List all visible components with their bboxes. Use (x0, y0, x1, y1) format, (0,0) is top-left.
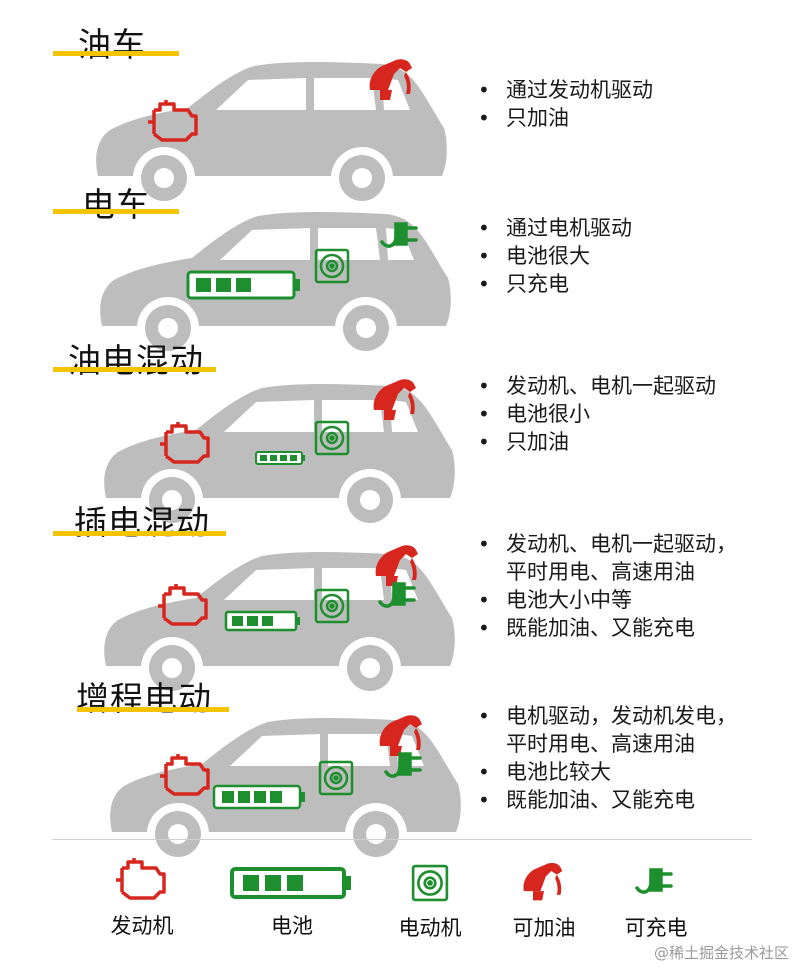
battery-icon (212, 784, 305, 810)
legend-label: 电动机 (398, 916, 462, 940)
plug-icon (384, 752, 422, 778)
legend-item-engine: 发动机 (100, 856, 184, 940)
feature-list: 通过电机驱动 电池很大 只充电 (478, 214, 632, 298)
legend-item-charge: 可充电 (614, 862, 698, 942)
list-item: 只加油 (478, 428, 716, 456)
list-item: 既能加油、又能充电 (478, 614, 737, 642)
legend-label: 可加油 (512, 916, 576, 940)
battery-icon (224, 610, 300, 632)
title-underline (77, 707, 229, 712)
motor-icon (411, 864, 449, 902)
legend-item-motor: 电动机 (388, 864, 472, 942)
section-title: 电车 (82, 185, 150, 224)
section-range-extender: 增程电动 电机驱动，发动机发电， 平时用电、高速用油 电池比较大 既能加油、又能… (0, 0, 797, 840)
list-item: 电池比较大 (478, 758, 737, 786)
feature-list: 发动机、电机一起驱动， 平时用电、高速用油 电池大小中等 既能加油、又能充电 (478, 530, 737, 642)
section-hybrid: 油电混动 发动机、电机一起驱动 电池很小 只加油 (0, 0, 797, 500)
legend-item-fuel: 可加油 (502, 860, 586, 942)
section-plugin-hybrid: 插电混动 发动机、电机一起驱动， 平时用电、高速用油 电池大小中等 既能加油、又… (0, 0, 797, 670)
list-item: 电机驱动，发动机发电， (478, 702, 737, 730)
feature-list: 电机驱动，发动机发电， 平时用电、高速用油 电池比较大 既能加油、又能充电 (478, 702, 737, 814)
battery-icon (230, 867, 351, 899)
legend-item-battery: 电池 (228, 866, 356, 940)
legend-label: 发动机 (110, 914, 174, 938)
section-title: 油电混动 (68, 341, 204, 380)
car-illustration (110, 718, 461, 865)
feature-list: 发动机、电机一起驱动 电池很小 只加油 (478, 372, 716, 456)
title-underline (53, 367, 216, 372)
title-underline (53, 531, 226, 536)
list-item-continuation: 平时用电、高速用油 (506, 732, 695, 756)
legend-label: 电池 (271, 914, 313, 938)
engine-icon (114, 856, 166, 900)
legend-label: 可充电 (624, 916, 688, 940)
list-item: 只加油 (478, 104, 653, 132)
list-item: 发动机、电机一起驱动， (478, 530, 737, 558)
list-item: 只充电 (478, 270, 632, 298)
list-item: 电池很大 (478, 242, 632, 270)
list-item: 通过发动机驱动 (478, 76, 653, 104)
feature-list: 通过发动机驱动 只加油 (478, 76, 653, 132)
battery-icon (186, 270, 300, 300)
car-illustration (104, 384, 455, 531)
list-item: 发动机、电机一起驱动 (478, 372, 716, 400)
section-title: 增程电动 (76, 679, 212, 718)
legend-divider (52, 839, 752, 840)
title-underline (53, 209, 179, 214)
watermark: @稀土掘金技术社区 (653, 944, 789, 962)
list-item: 电池很小 (478, 400, 716, 428)
section-title: 油车 (78, 25, 146, 64)
plug-icon (635, 868, 673, 894)
car-illustration (104, 552, 455, 699)
title-underline (53, 51, 179, 56)
section-electric-car: 电车 通过电机驱动 电池很大 只充电 (0, 0, 797, 359)
battery-icon (255, 451, 305, 465)
section-gas-car: 油车 通过发动机驱动 只加油 (0, 0, 797, 209)
car-illustration (100, 212, 451, 359)
list-item: 既能加油、又能充电 (478, 786, 737, 814)
list-item-continuation: 平时用电、高速用油 (506, 560, 695, 584)
list-item: 电池大小中等 (478, 586, 737, 614)
fuel-nozzle-icon (523, 862, 563, 901)
list-item: 通过电机驱动 (478, 214, 632, 242)
